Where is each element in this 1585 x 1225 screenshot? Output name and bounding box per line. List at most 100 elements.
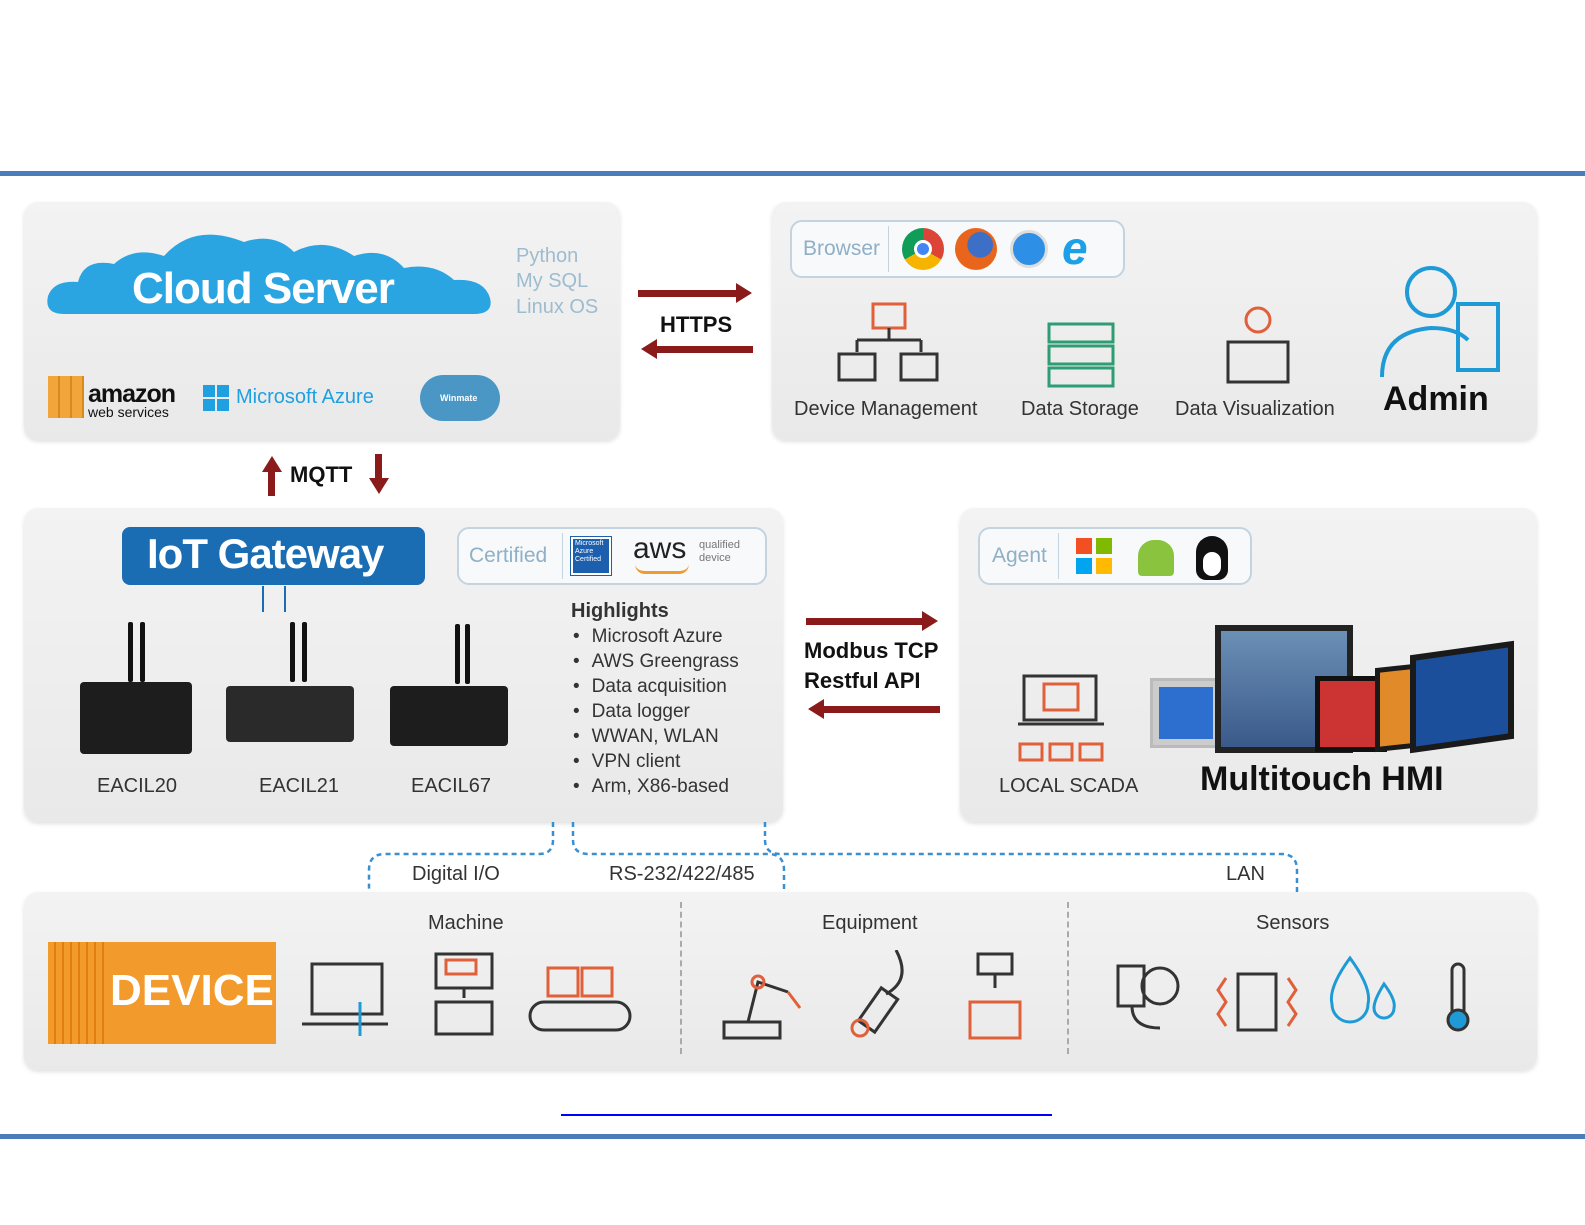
humidity-icon (1329, 955, 1396, 1024)
data-storage-icon (1047, 322, 1115, 388)
device-eacil67-image[interactable] (390, 686, 508, 746)
agent-label: Agent (992, 544, 1047, 567)
stack-python: Python (516, 245, 579, 267)
connection-lan: LAN (1226, 863, 1265, 885)
cable-plug-icon (850, 950, 904, 1038)
https-label: HTTPS (660, 312, 733, 337)
thermometer-icon (1446, 962, 1470, 1032)
modbus-arrow-left (808, 699, 940, 719)
cloud-icon (47, 234, 491, 314)
device-eacil21-image[interactable] (226, 686, 354, 742)
group-divider (680, 902, 682, 1054)
browser-label: Browser (803, 237, 881, 260)
modbus-arrow-right (806, 611, 938, 631)
antenna (128, 622, 133, 682)
ie-icon: e (1062, 222, 1088, 274)
windows-logo-icon (203, 385, 229, 411)
aws-qualified-device: qualified device (699, 539, 740, 564)
provider-webservices: web services (88, 404, 169, 420)
device-eacil20-image[interactable] (80, 682, 192, 754)
device-panel (24, 892, 1537, 1070)
highlight-item: Arm, X86-based (573, 774, 739, 799)
admin-label: Admin (1383, 380, 1489, 418)
mqtt-label: MQTT (290, 462, 353, 487)
3d-printer-icon (968, 952, 1022, 1040)
mqtt-arrow-down (369, 478, 389, 494)
aws-smile-icon (635, 564, 689, 574)
protocol-modbus: Modbus TCP (804, 638, 939, 663)
mqtt-arrow-up-shaft (268, 470, 275, 496)
connection-lines (367, 822, 1299, 892)
iot-gateway-badge (122, 527, 425, 585)
mqtt-arrow-down-shaft (375, 454, 382, 480)
multitouch-hmi-title: Multitouch HMI (1200, 760, 1444, 798)
conveyor-icon (528, 966, 632, 1032)
provider-winmate: Winmate (440, 393, 478, 403)
highlight-item: Data acquisition (573, 674, 739, 699)
group-sensors: Sensors (1256, 912, 1330, 934)
circuit-icon (262, 586, 286, 612)
linux-icon (1196, 536, 1228, 580)
top-rule (0, 171, 1585, 176)
android-icon (1138, 540, 1174, 576)
highlights-list: Microsoft Azure AWS Greengrass Data acqu… (573, 624, 739, 799)
iot-gateway-title: IoT Gateway (147, 530, 384, 577)
antenna (465, 624, 470, 684)
highlight-item: VPN client (573, 749, 739, 774)
safari-icon (1010, 230, 1048, 268)
model-eacil67: EACIL67 (411, 775, 492, 797)
vibration-sensor-icon (1216, 972, 1298, 1032)
feature-data-storage: Data Storage (1021, 398, 1139, 420)
feature-device-management: Device Management (794, 398, 978, 420)
azure-certified-badge: Microsoft Azure Certified (570, 536, 612, 576)
firefox-icon (955, 228, 997, 270)
divider (562, 533, 563, 579)
hmi-tablet (1150, 678, 1222, 748)
highlight-item: AWS Greengrass (573, 649, 739, 674)
feature-data-visualization: Data Visualization (1175, 398, 1335, 420)
computer-touch-icon (302, 962, 388, 1036)
aws-logo: aws (633, 532, 687, 565)
highlight-item: Data logger (573, 699, 739, 724)
highlight-item: Microsoft Azure (573, 624, 739, 649)
local-scada-icon (1018, 674, 1104, 762)
highlight-item: WWAN, WLAN (573, 724, 739, 749)
protocol-restful: Restful API (804, 668, 921, 693)
aws-cubes-icon (48, 376, 84, 418)
hmi-tablet (1410, 640, 1514, 754)
device-badge (48, 942, 276, 1044)
divider (1058, 533, 1059, 579)
cloud-server-title: Cloud Server (132, 264, 395, 313)
stack-linux: Linux OS (516, 296, 599, 318)
workstation-icon (434, 952, 494, 1036)
pressure-gauge-icon (1116, 964, 1180, 1030)
provider-amazon: amazon (88, 380, 176, 408)
connection-rs232: RS-232/422/485 (609, 863, 755, 885)
divider (888, 226, 889, 272)
local-scada-label: LOCAL SCADA (999, 775, 1139, 797)
mqtt-arrow-up (262, 456, 282, 472)
group-divider (1067, 902, 1069, 1054)
group-equipment: Equipment (822, 912, 918, 934)
group-machine: Machine (428, 912, 504, 934)
highlights-title: Highlights (571, 600, 669, 622)
certified-pill (457, 527, 767, 585)
antenna (302, 622, 307, 682)
antenna (455, 624, 460, 684)
provider-azure: Microsoft Azure (236, 386, 374, 408)
winmate-cloud-logo (420, 375, 500, 421)
device-badge-label: DEVICE (110, 966, 274, 1015)
https-arrow-left (641, 339, 753, 359)
chrome-icon (902, 228, 944, 270)
admin-icon (1380, 266, 1500, 378)
link-underline[interactable] (561, 1114, 1052, 1116)
certified-label: Certified (469, 544, 548, 567)
model-eacil21: EACIL21 (259, 775, 340, 797)
https-arrow-right (638, 283, 752, 303)
data-visualization-icon (1226, 306, 1290, 384)
bottom-rule (0, 1134, 1585, 1139)
cloud-server-panel (24, 202, 620, 440)
windows-icon (1076, 538, 1114, 576)
device-management-icon (837, 302, 939, 382)
antenna (290, 622, 295, 682)
